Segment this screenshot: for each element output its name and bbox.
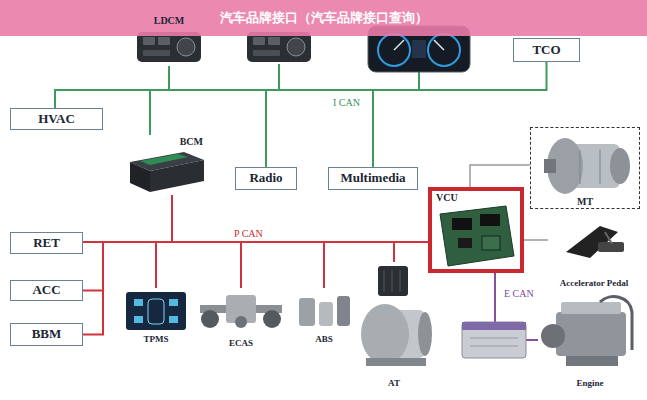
node-label: LDCM (154, 15, 185, 26)
component-figure: AT (355, 262, 433, 390)
accelerator-pedal (566, 226, 624, 258)
node-label: ECAS (229, 339, 253, 349)
bus-line (150, 62, 547, 135)
node-label: Multimedia (341, 171, 406, 185)
control-panel (247, 32, 311, 62)
module-box: Radio (235, 167, 297, 190)
bus-name: P CAN (232, 228, 265, 239)
tpms-display (126, 292, 186, 330)
component-figure: MT (530, 127, 640, 209)
bus-name: I CAN (331, 97, 362, 108)
node-label: TCO (532, 43, 560, 57)
node-label: MT (577, 196, 593, 207)
module-box: HVAC (10, 108, 103, 130)
component-figure: VCU (428, 187, 524, 273)
bus-name: E CAN (502, 288, 536, 299)
node-label: Radio (249, 171, 282, 185)
bus-line (150, 66, 169, 135)
component-figure: Accelerator Pedal (548, 215, 640, 290)
ecu-unit (462, 322, 526, 358)
engine (541, 297, 632, 366)
instrument-cluster (368, 26, 470, 72)
component-figure: TPMS (122, 288, 190, 346)
control-panel (137, 32, 201, 62)
bus-line (172, 195, 428, 242)
node-label: TPMS (143, 335, 168, 345)
node-label: Accelerator Pedal (560, 279, 629, 289)
node-label: AT (388, 379, 400, 389)
label-text: I CAN (333, 97, 360, 108)
module-box: ACC (10, 280, 83, 301)
node-label: Engine (576, 379, 603, 389)
bus-line (470, 165, 530, 187)
title-banner: 汽车品牌接口（汽车品牌接口查询） (0, 0, 647, 36)
automatic-transmission (361, 266, 432, 366)
node-label: BCM (180, 136, 203, 147)
bus-line (524, 239, 548, 241)
node-label: VCU (436, 192, 458, 203)
bus-line (83, 195, 172, 242)
component-figure: ABS (293, 288, 355, 346)
node-label: RET (33, 236, 60, 250)
bus-line (156, 195, 172, 288)
ecas-suspension (200, 295, 282, 328)
vcu-board (440, 206, 514, 266)
node-label: HVAC (38, 112, 75, 126)
module-box: RET (10, 232, 83, 254)
title: 汽车品牌接口（汽车品牌接口查询） (220, 9, 428, 27)
node-label: ACC (32, 283, 60, 297)
bcm-unit (130, 152, 204, 192)
abs-sensors (299, 296, 350, 326)
node-label: BBM (32, 327, 62, 341)
gearbox (544, 138, 630, 194)
component-figure: ECAS (195, 288, 287, 350)
node-label: ABS (315, 335, 333, 345)
module-box: TCO (513, 38, 580, 62)
component-figure: BCM (125, 135, 207, 195)
bus-line (172, 195, 394, 262)
module-box: BBM (10, 323, 83, 346)
component-figure: LDCM (135, 14, 203, 66)
component-figure: Engine (538, 298, 642, 390)
label-text: E CAN (504, 288, 534, 299)
module-box: Multimedia (328, 167, 418, 190)
label-text: P CAN (234, 228, 263, 239)
